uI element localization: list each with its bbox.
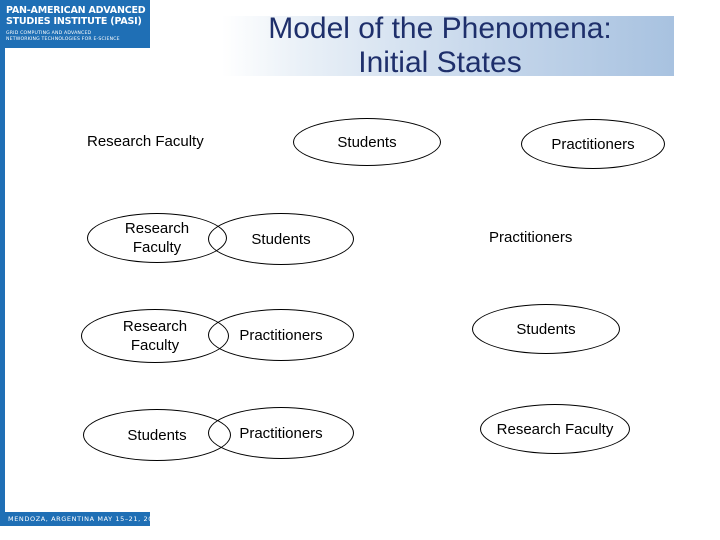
row3-ellipse-research-faculty-label: Research Faculty — [496, 420, 614, 438]
row3-ellipse-students-label: Students — [127, 426, 187, 444]
row1-ellipse-students: Students — [208, 213, 354, 265]
top-ellipse-students: Students — [293, 118, 441, 166]
logo-line-3: GRID COMPUTING AND ADVANCED — [6, 31, 92, 36]
top-ellipse-students-label: Students — [337, 134, 397, 151]
title-line-1: Model of the Phenomena: — [268, 12, 612, 45]
row3-ellipse-practitioners: Practitioners — [208, 407, 354, 459]
logo-line-1: PAN-AMERICAN ADVANCED — [6, 5, 146, 16]
row2-ellipse-practitioners: Practitioners — [208, 309, 354, 361]
row2-ellipse-students: Students — [472, 304, 620, 354]
row1-ellipse-research-faculty: Research Faculty — [87, 213, 227, 263]
title-line-2: Initial States — [358, 46, 522, 79]
row2-ellipse-practitioners-label: Practitioners — [239, 326, 323, 344]
pasi-logo: PAN-AMERICAN ADVANCED STUDIES INSTITUTE … — [0, 0, 150, 48]
top-ellipse-practitioners-label: Practitioners — [551, 135, 635, 153]
top-label-research-faculty: Research Faculty — [87, 133, 204, 150]
row1-ellipse-students-label: Students — [251, 230, 311, 248]
top-ellipse-practitioners: Practitioners — [521, 119, 665, 169]
row3-ellipse-practitioners-label: Practitioners — [239, 424, 323, 442]
row2-ellipse-students-label: Students — [516, 320, 576, 338]
slide-title: Model of the Phenomena: Initial States — [222, 12, 658, 80]
logo-line-4: NETWORKING TECHNOLOGIES FOR E-SCIENCE — [6, 37, 120, 42]
row1-label-practitioners: Practitioners — [489, 229, 573, 246]
row3-ellipse-research-faculty: Research Faculty — [480, 404, 630, 454]
footer-banner: MENDOZA, ARGENTINA MAY 15–21, 2005 — [0, 512, 162, 526]
logo-line-2: STUDIES INSTITUTE (PASI) — [6, 16, 142, 27]
title-background — [222, 16, 674, 76]
left-accent-bar — [0, 48, 5, 512]
row2-ellipse-research-faculty: Research Faculty — [81, 309, 229, 363]
